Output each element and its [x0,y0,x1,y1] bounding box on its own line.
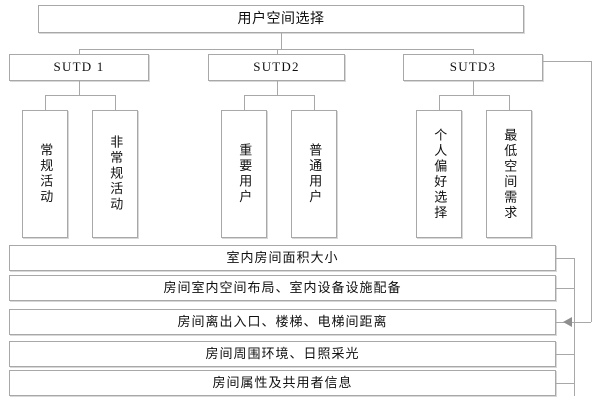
root-node-user-space-selection[interactable]: 用户空间选择 [38,5,524,33]
connector-rail-to-sutd-3 [473,49,474,55]
leaf-node-minimum-space-need[interactable]: 最低空间需求 [486,110,532,238]
attribute-bar-room-attributes-sharers[interactable]: 房间属性及共用者信息 [9,370,556,396]
leaf-node-ordinary-user[interactable]: 普通用户 [291,110,337,238]
connector-rail-to-sutd-2 [277,49,278,55]
connector-sutd-3-rail [439,95,509,96]
leaf-node-regular-activity[interactable]: 常规活动 [22,110,68,238]
connector-sutd-3-to-leaf-e [439,95,440,110]
group-node-sutd-1[interactable]: SUTD 1 [9,54,149,81]
connector-sutd-3-to-leaf-f [509,95,510,110]
group-node-sutd-2[interactable]: SUTD2 [208,54,345,81]
connector-sutd-2-to-leaf-c [244,95,245,110]
connector-sutd-2-stem [277,81,278,95]
connector-feedback-into-bus [574,322,591,323]
arrowhead-feedback-icon [563,317,572,327]
attribute-bar-interior-layout[interactable]: 房间室内空间布局、室内设备设施配备 [9,275,556,301]
connector-feedback-down [591,61,592,322]
attribute-bar-room-area[interactable]: 室内房间面积大小 [9,245,556,271]
connector-sutd-1-rail [45,95,115,96]
connector-rail-to-sutd-1 [79,49,80,55]
leaf-node-personal-preference[interactable]: 个人偏好选择 [416,110,462,238]
leaf-node-important-user[interactable]: 重要用户 [221,110,267,238]
attribute-bar-surroundings-daylight[interactable]: 房间周围环境、日照采光 [9,341,556,367]
connector-sutd-1-stem [79,81,80,95]
connector-bus-stub-bar-4 [556,383,575,384]
connector-bus-stub-bar-1 [556,288,575,289]
connector-tier2-rail [79,49,474,50]
connector-bus-stub-bar-0 [556,258,575,259]
connector-bus-stub-bar-3 [556,354,575,355]
connector-attribute-bus [574,258,575,396]
connector-sutd-3-stem [473,81,474,95]
connector-sutd-3-exit [543,61,591,62]
connector-sutd-1-to-leaf-b [115,95,116,110]
connector-sutd-1-to-leaf-a [45,95,46,110]
connector-sutd-2-to-leaf-d [314,95,315,110]
group-node-sutd-3[interactable]: SUTD3 [403,54,543,81]
leaf-node-irregular-activity[interactable]: 非常规活动 [92,110,138,238]
connector-root-stem [281,33,282,49]
connector-sutd-2-rail [244,95,314,96]
attribute-bar-distance-to-access[interactable]: 房间离出入口、楼梯、电梯间距离 [9,309,556,335]
